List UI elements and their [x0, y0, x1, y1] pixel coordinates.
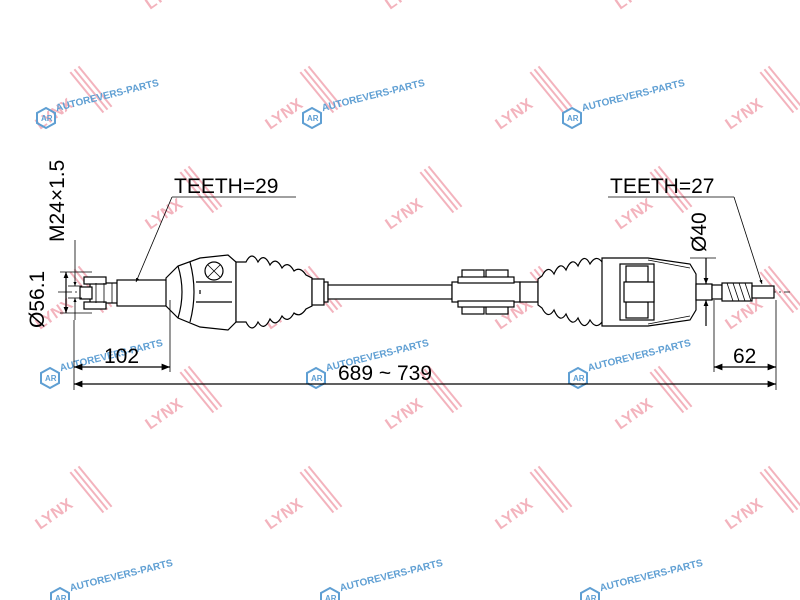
dia-right-label: Ø40 — [688, 212, 711, 252]
badge-icon — [320, 586, 340, 600]
badge-icon — [50, 586, 70, 600]
autorevers-text: AUTOREVERS-PARTS — [339, 558, 445, 594]
teeth-right-label: TEETH=27 — [610, 175, 714, 198]
lynx-watermark-text: LYNX — [383, 0, 427, 13]
autorevers-text: AUTOREVERS-PARTS — [69, 558, 175, 594]
thread-label: M24×1.5 — [46, 160, 69, 242]
len-left-label: 102 — [104, 345, 139, 368]
left-boot — [235, 255, 329, 329]
dimension-thread — [68, 240, 82, 320]
right-stub — [711, 282, 775, 302]
drive-shaft: TEETH=29 TEETH=27 M24×1.5 Ø56.1 Ø40 102 … — [26, 160, 790, 390]
lynx-watermark: LYNX — [723, 265, 800, 333]
badge-icon — [568, 366, 588, 390]
lynx-watermark: LYNX — [383, 0, 427, 13]
lynx-watermark-text: LYNX — [613, 0, 657, 13]
teeth-left-label: TEETH=29 — [174, 175, 278, 198]
badge-icon-text: AR — [311, 374, 323, 383]
autorevers-text: AUTOREVERS-PARTS — [587, 338, 693, 374]
badge-icon-text: AR — [585, 594, 597, 600]
lynx-watermark: LYNX — [723, 465, 800, 534]
badge-icon — [306, 366, 326, 390]
dimension-len-total — [74, 300, 777, 390]
lynx-watermark: LYNX — [383, 165, 463, 234]
lynx-watermark: LYNX — [143, 0, 187, 13]
len-right-label: 62 — [733, 345, 756, 368]
badge-icon-text: AR — [45, 374, 57, 383]
main-shaft — [327, 269, 521, 315]
left-stub — [79, 276, 168, 310]
autorevers-text: AUTOREVERS-PARTS — [599, 558, 705, 594]
dimension-len-left — [73, 300, 171, 390]
lynx-watermark-text: LYNX — [263, 96, 307, 134]
lynx-watermark: LYNX — [263, 65, 343, 134]
lynx-watermark: LYNX — [613, 365, 693, 434]
lynx-watermark-text: LYNX — [383, 396, 427, 434]
lynx-watermark: LYNX — [143, 365, 223, 434]
badge-icon-text: AR — [573, 374, 585, 383]
len-total-label: 689 ~ 739 — [338, 362, 432, 385]
right-cv-joint — [601, 257, 713, 327]
badge-icon — [302, 106, 322, 130]
badge-icon — [36, 106, 56, 130]
dimension-dia-left — [60, 271, 92, 314]
badge-icon — [562, 106, 582, 130]
badge-icon — [40, 366, 60, 390]
lynx-watermark-text: LYNX — [143, 396, 187, 434]
lynx-watermark-text: LYNX — [33, 496, 77, 534]
lynx-watermark-text: LYNX — [263, 496, 307, 534]
dimension-dia-right — [690, 257, 716, 326]
badge-icon-text: AR — [325, 594, 337, 600]
lynx-watermark-text: LYNX — [613, 196, 657, 234]
lynx-watermark: LYNX — [33, 465, 113, 534]
lynx-watermark: LYNX — [263, 465, 343, 534]
lynx-watermark: LYNX — [493, 65, 573, 134]
lynx-watermark: LYNX — [493, 465, 573, 534]
lynx-watermark-text: LYNX — [613, 396, 657, 434]
lynx-watermark: LYNX — [723, 65, 800, 134]
autorevers-text: AUTOREVERS-PARTS — [581, 78, 687, 114]
lynx-watermark-text: LYNX — [723, 96, 767, 134]
dia-left-label: Ø56.1 — [26, 271, 49, 328]
badge-icon-text: AR — [307, 114, 319, 123]
leader-teeth-left — [135, 196, 296, 283]
badge-icon — [580, 586, 600, 600]
leader-teeth-right — [608, 196, 763, 285]
lynx-watermark: LYNX — [613, 0, 657, 13]
lynx-watermark-text: LYNX — [143, 0, 187, 13]
lynx-watermark-text: LYNX — [383, 196, 427, 234]
lynx-watermark-text: LYNX — [493, 496, 537, 534]
autorevers-text: AUTOREVERS-PARTS — [321, 78, 427, 114]
badge-icon-text: AR — [567, 114, 579, 123]
right-boot — [519, 257, 609, 327]
left-cv-joint — [165, 254, 237, 331]
badge-icon-text: AR — [55, 594, 67, 600]
badge-icon-text: AR — [41, 114, 53, 123]
lynx-watermark-text: LYNX — [723, 496, 767, 534]
dimension-len-right — [713, 300, 776, 372]
lynx-watermark-text: LYNX — [493, 96, 537, 134]
